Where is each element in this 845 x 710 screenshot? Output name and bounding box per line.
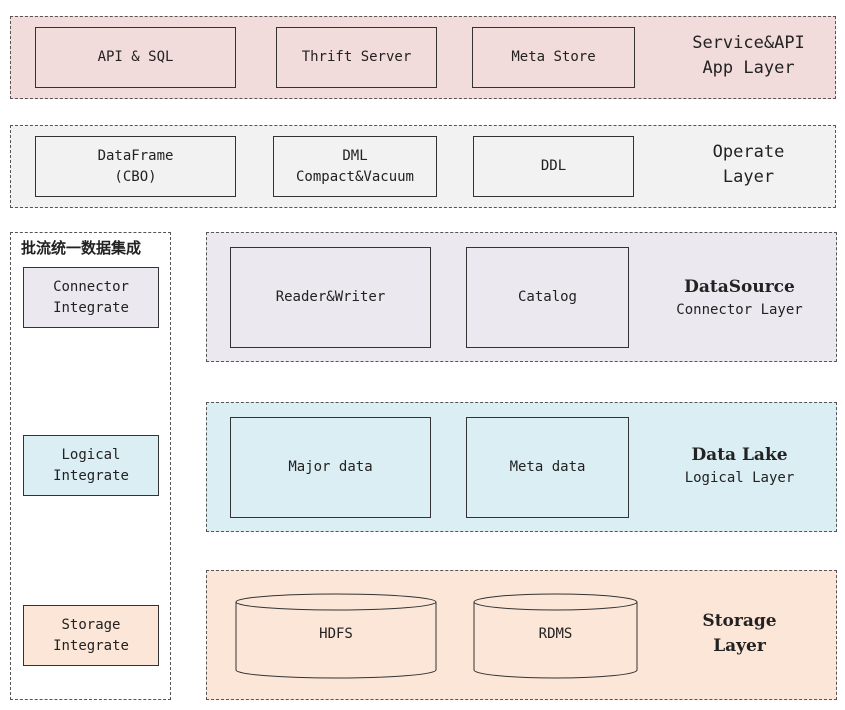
api-sql-box: API & SQL: [35, 27, 236, 88]
datalake-subtitle: Logical Layer: [684, 469, 795, 486]
dataframe-box: DataFrame (CBO): [35, 136, 236, 197]
datalake-title: Data Lake: [691, 445, 788, 465]
rdms-cylinder-icon: [473, 593, 638, 679]
meta-store-box: Meta Store: [472, 27, 635, 88]
datalake-layer-title: Data Lake Logical Layer: [657, 443, 822, 488]
service-api-layer: API & SQL Thrift Server Meta Store Servi…: [10, 16, 836, 99]
storage-layer: HDFS RDMS Storage Layer: [206, 570, 837, 700]
storage-layer-title: Storage Layer: [657, 609, 822, 658]
connector-integrate-box: Connector Integrate: [23, 267, 159, 328]
datasource-subtitle: Connector Layer: [676, 301, 803, 318]
operate-layer-title: Operate Layer: [712, 142, 785, 187]
hdfs-cylinder-icon: [235, 593, 437, 679]
hdfs-label: HDFS: [319, 626, 353, 642]
operate-layer: DataFrame (CBO) DML Compact&Vacuum DDL O…: [10, 125, 836, 208]
reader-writer-box: Reader&Writer: [230, 247, 431, 348]
integration-sidebar: 批流统一数据集成 Connector Integrate Logical Int…: [10, 232, 171, 700]
datalake-logical-layer: Major data Meta data Data Lake Logical L…: [206, 402, 837, 532]
datasource-layer-title: DataSource Connector Layer: [657, 275, 822, 320]
service-layer-title: Service&API App Layer: [692, 33, 805, 78]
logical-integrate-box: Logical Integrate: [23, 435, 159, 496]
major-data-box: Major data: [230, 417, 431, 518]
datasource-title: DataSource: [684, 277, 795, 297]
ddl-box: DDL: [473, 136, 634, 197]
catalog-box: Catalog: [466, 247, 629, 348]
sidebar-title: 批流统一数据集成: [21, 239, 142, 257]
meta-data-box: Meta data: [466, 417, 629, 518]
rdms-label: RDMS: [538, 626, 573, 642]
dml-box: DML Compact&Vacuum: [273, 136, 437, 197]
datasource-connector-layer: Reader&Writer Catalog DataSource Connect…: [206, 232, 837, 362]
thrift-server-box: Thrift Server: [276, 27, 437, 88]
storage-integrate-box: Storage Integrate: [23, 605, 159, 666]
storage-title: Storage Layer: [702, 611, 777, 656]
